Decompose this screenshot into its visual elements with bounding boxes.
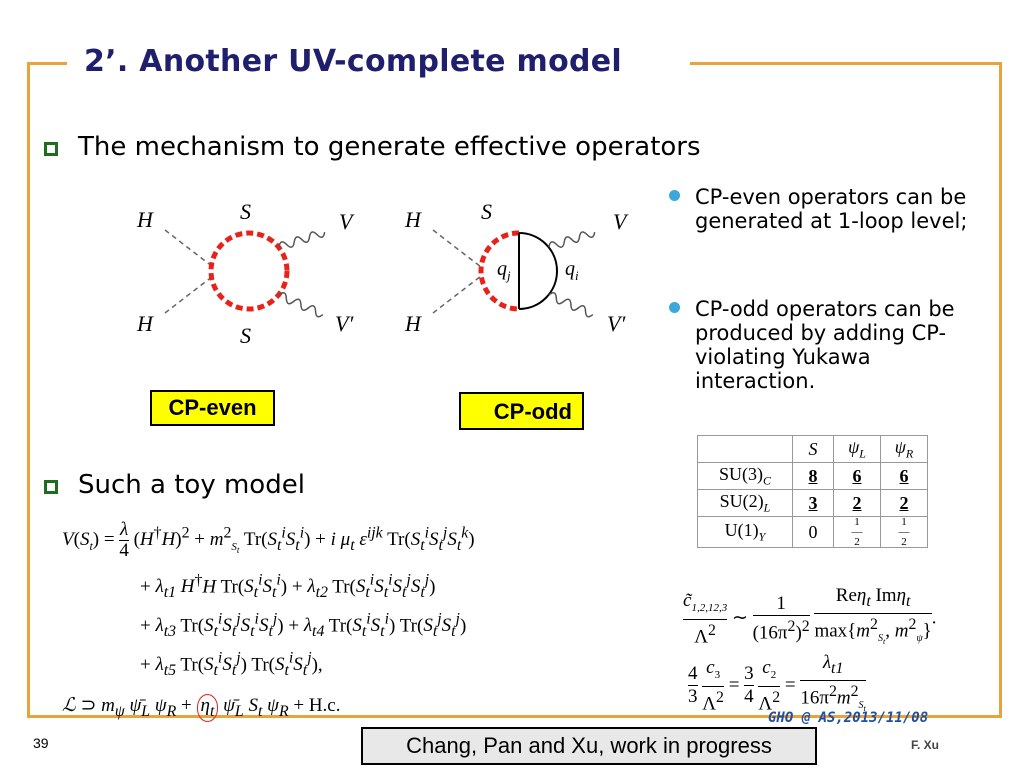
label-v-top: V [339,209,355,234]
equation-potential-line2: + λt1 H†H Tr(StiSti) + λt2 Tr(StiStiStjS… [140,572,436,602]
label-h-bottom: H [136,311,154,336]
label-h-top: H [136,207,154,232]
frame-bottom [27,715,1002,718]
frame-top-left [27,62,67,65]
section-heading-mechanism: The mechanism to generate effective oper… [78,132,701,162]
author-label: F. Xu [911,738,940,752]
table-row: SU(3)C 8 6 6 [697,462,928,490]
label-s-top: S [240,199,251,224]
table-header: ψR [880,435,928,463]
square-bullet-icon [44,480,58,494]
frame-left [27,62,30,718]
table-header: ψL [833,435,881,463]
frame-top-right [690,62,1002,65]
section-heading-toy-model: Such a toy model [78,470,305,500]
table-cell: 3 [792,489,834,517]
eta-highlight-circle: ηt [196,694,219,722]
frame-right [999,62,1002,718]
label-h-top: H [404,207,422,232]
label-s-bottom: S [240,323,251,348]
square-bullet-icon [44,142,58,156]
table-cell: 2 [833,489,881,517]
table-cell: 1—2 [880,516,928,548]
cp-odd-label: CP-odd [459,392,584,430]
representation-table: S ψL ψR SU(3)C 8 6 6 SU(2)L 3 2 2 U(1)Y … [697,435,928,548]
table-cell: 1—2 [833,516,881,548]
label-qj: qj [497,258,511,283]
page-number: 39 [33,735,49,751]
table-cell: SU(2)L [697,489,793,517]
equation-potential-line3: + λt3 Tr(StiStjStiStj) + λt4 Tr(StiSti) … [140,611,467,641]
equation-lagrangian: ℒ ⊃ mψ ψ̄L ψR + ηt ψ̄L St ψR + H.c. [62,694,341,722]
label-s-top: S [481,199,492,224]
bullet-dot-icon [669,190,680,201]
table-cell: SU(3)C [697,462,793,490]
bullet-dot-icon [669,302,680,313]
feynman-diagram-cp-even: H H S S V V′ [136,199,355,348]
bullet-cp-odd: CP-odd operators can be produced by addi… [695,297,955,393]
slide-title: 2’. Another UV-complete model [84,44,622,79]
bullet-cp-even: CP-even operators can be generated at 1-… [695,185,968,233]
label-qi: qi [565,258,579,283]
table-row: U(1)Y 0 1—2 1—2 [697,516,928,548]
table-cell: 8 [792,462,834,490]
citation-box: Chang, Pan and Xu, work in progress [361,727,817,765]
table-cell: 6 [833,462,881,490]
table-header: S [792,435,834,463]
feynman-diagram-cp-odd: H H S qj qi V V′ [404,199,629,336]
table-row: SU(2)L 3 2 2 [697,489,928,517]
table-cell: 6 [880,462,928,490]
table-cell: U(1)Y [697,516,793,548]
table-cell: 2 [880,489,928,517]
table-header [697,435,793,463]
cp-even-label: CP-even [150,390,275,426]
label-v-bottom: V′ [607,311,626,336]
footer-credit: GHO @ AS,2013/11/08 [768,710,929,726]
table-cell: 0 [792,516,834,548]
label-v-top: V [613,209,629,234]
equation-potential-line4: + λt5 Tr(StiStj) Tr(StiStj), [140,650,323,680]
label-h-bottom: H [404,311,422,336]
label-v-bottom: V′ [335,311,354,336]
